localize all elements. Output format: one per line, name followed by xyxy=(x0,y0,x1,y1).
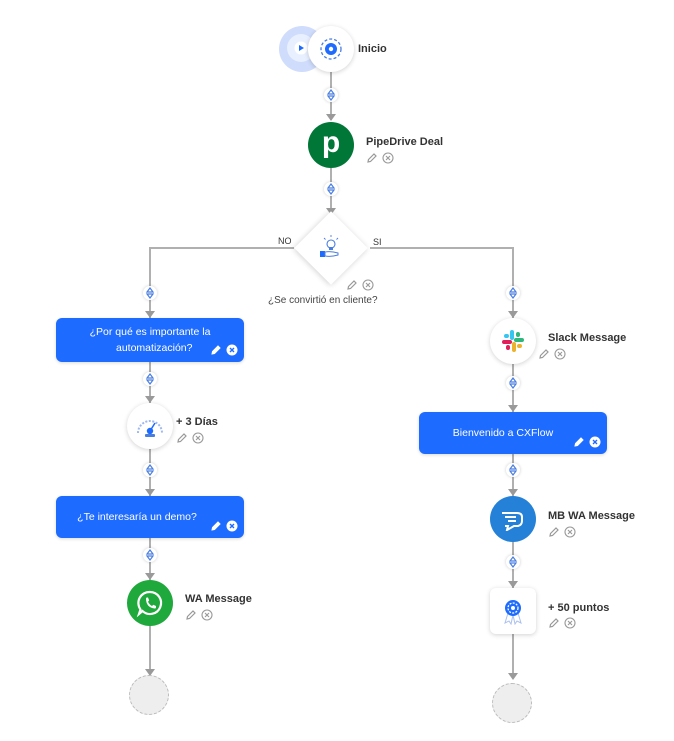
connector-handle[interactable] xyxy=(506,376,520,390)
branch-yes-label: SI xyxy=(373,237,382,247)
edit-pencil-icon[interactable] xyxy=(366,152,378,164)
message-text: ¿Te interesaría un demo? xyxy=(77,511,197,523)
edit-pencil-icon[interactable] xyxy=(548,617,560,629)
timer-gauge-icon xyxy=(137,420,163,437)
message-node-welcome[interactable]: Bienvenido a CXFlow xyxy=(419,412,607,454)
delete-close-icon[interactable] xyxy=(564,526,576,538)
pipedrive-logo-icon: p xyxy=(321,126,341,159)
messagebird-icon xyxy=(502,512,523,531)
edit-pencil-icon[interactable] xyxy=(538,348,550,360)
edit-pencil-icon[interactable] xyxy=(548,526,560,538)
delete-close-icon[interactable] xyxy=(564,617,576,629)
whatsapp-icon xyxy=(136,590,163,618)
mb-wa-message-label: MB WA Message xyxy=(548,510,636,522)
points-actions xyxy=(548,617,576,629)
edit-pencil-icon[interactable] xyxy=(185,609,197,621)
badge-award-icon xyxy=(504,600,522,625)
connector-handle[interactable] xyxy=(143,463,157,477)
delete-close-icon[interactable] xyxy=(554,348,566,360)
lightbulb-hand-icon xyxy=(318,234,344,260)
delete-close-icon[interactable] xyxy=(226,520,238,532)
delete-close-icon[interactable] xyxy=(192,432,204,444)
slack-message-node[interactable] xyxy=(490,318,536,364)
start-node[interactable] xyxy=(308,26,354,72)
empty-drop-slot[interactable] xyxy=(129,675,169,715)
points-label: + 50 puntos xyxy=(548,602,610,614)
message-actions xyxy=(210,344,238,356)
pipedrive-actions xyxy=(366,152,394,164)
empty-drop-slot[interactable] xyxy=(492,683,532,723)
delete-close-icon[interactable] xyxy=(589,436,601,448)
wait-label: + 3 Días xyxy=(176,416,218,428)
message-text-line1: ¿Por qué es importante la xyxy=(89,326,211,338)
edit-pencil-icon[interactable] xyxy=(210,344,222,356)
wait-node[interactable] xyxy=(127,403,173,449)
connector-handle[interactable] xyxy=(324,182,338,196)
gear-cog-icon xyxy=(320,38,342,60)
delete-close-icon[interactable] xyxy=(382,152,394,164)
connector-handle[interactable] xyxy=(324,88,338,102)
message-actions xyxy=(210,520,238,532)
wa-message-actions xyxy=(185,609,213,621)
wait-actions xyxy=(176,432,204,444)
mb-wa-message-actions xyxy=(548,526,576,538)
edit-pencil-icon[interactable] xyxy=(210,520,222,532)
message-text: Bienvenido a CXFlow xyxy=(452,427,554,439)
message-text-line2: automatización? xyxy=(116,342,193,354)
slack-message-actions xyxy=(538,348,566,360)
pipedrive-label: PipeDrive Deal xyxy=(366,136,444,148)
condition-actions xyxy=(346,279,374,291)
delete-close-icon[interactable] xyxy=(362,279,374,291)
message-node-importance[interactable]: ¿Por qué es importante la automatización… xyxy=(56,318,244,362)
mb-wa-message-node[interactable] xyxy=(490,496,536,542)
connector-handle[interactable] xyxy=(506,463,520,477)
connector-handle[interactable] xyxy=(506,555,520,569)
condition-label: ¿Se convirtió en cliente? xyxy=(268,295,378,306)
connector-handle[interactable] xyxy=(143,372,157,386)
branch-no-label: NO xyxy=(278,236,292,246)
connector-handle[interactable] xyxy=(506,286,520,300)
connector-handle[interactable] xyxy=(143,286,157,300)
edit-pencil-icon[interactable] xyxy=(573,436,585,448)
message-actions xyxy=(573,436,601,448)
start-label: Inicio xyxy=(358,43,387,55)
pipedrive-node[interactable]: p xyxy=(308,122,354,168)
edit-pencil-icon[interactable] xyxy=(176,432,188,444)
edit-pencil-icon[interactable] xyxy=(346,279,358,291)
wa-message-label: WA Message xyxy=(185,593,252,605)
message-node-demo[interactable]: ¿Te interesaría un demo? xyxy=(56,496,244,538)
delete-close-icon[interactable] xyxy=(226,344,238,356)
wa-message-node[interactable] xyxy=(127,580,173,626)
delete-close-icon[interactable] xyxy=(201,609,213,621)
connector-handle[interactable] xyxy=(143,548,157,562)
points-node[interactable] xyxy=(490,588,536,634)
slack-message-label: Slack Message xyxy=(548,332,627,344)
slack-icon xyxy=(502,330,524,352)
